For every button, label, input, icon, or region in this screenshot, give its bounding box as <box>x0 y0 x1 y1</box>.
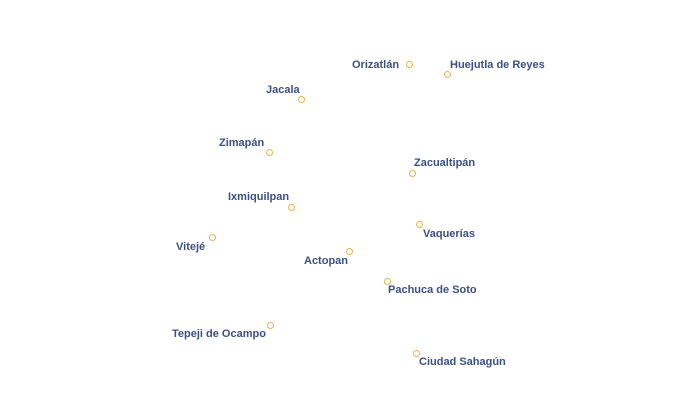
place-marker-icon[interactable] <box>288 204 295 211</box>
place-label: Jacala <box>266 84 300 96</box>
place-marker-icon[interactable] <box>209 234 216 241</box>
place-label: Pachuca de Soto <box>388 284 477 296</box>
place-marker-icon[interactable] <box>298 96 305 103</box>
place-label: Vaquerías <box>423 228 475 240</box>
place-marker-icon[interactable] <box>267 322 274 329</box>
place-label: Ciudad Sahagún <box>419 356 506 368</box>
place-marker-icon[interactable] <box>406 61 413 68</box>
place-marker-icon[interactable] <box>409 170 416 177</box>
place-marker-icon[interactable] <box>444 71 451 78</box>
place-label: Orizatlán <box>352 59 400 71</box>
place-marker-icon[interactable] <box>266 149 273 156</box>
place-label: Zimapán <box>219 137 265 149</box>
place-marker-icon[interactable] <box>384 278 391 285</box>
place-label: Zacualtipán <box>414 157 476 169</box>
place-label: Ixmiquilpan <box>228 191 290 203</box>
place-label: Tepeji de Ocampo <box>172 328 266 340</box>
place-marker-icon[interactable] <box>416 221 423 228</box>
place-label: Huejutla de Reyes <box>450 59 545 71</box>
place-marker-icon[interactable] <box>346 248 353 255</box>
place-label: Vitejé <box>176 241 206 253</box>
place-marker-icon[interactable] <box>413 350 420 357</box>
place-label: Actopan <box>304 255 348 267</box>
